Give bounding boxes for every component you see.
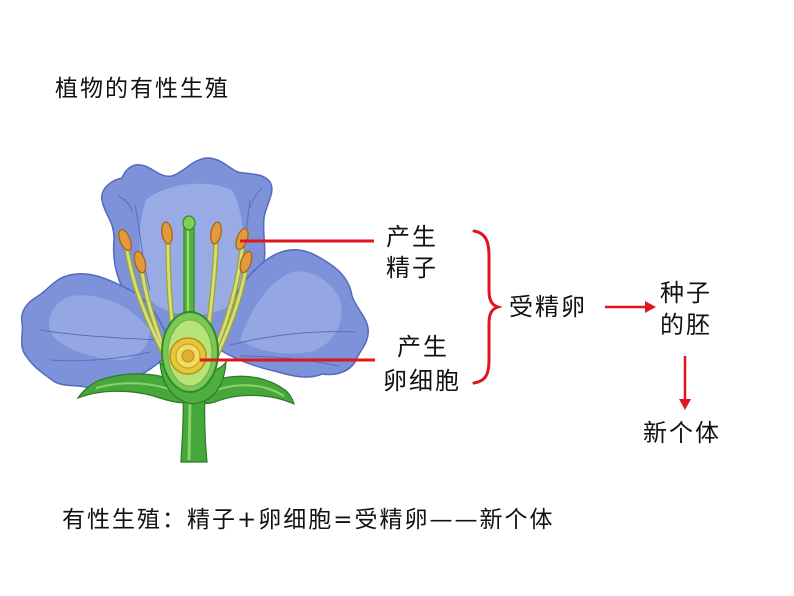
embryo-label-line2: 的胚: [660, 311, 712, 339]
egg-label-line2: 卵细胞: [383, 367, 461, 395]
anther: [118, 228, 132, 252]
arrow-right: [605, 301, 656, 313]
petal-left-vein: [39, 329, 161, 362]
sperm-label-line2: 精子: [386, 254, 438, 282]
stem: [180, 395, 208, 463]
new-individual-label: 新个体: [643, 419, 721, 447]
anther: [239, 250, 253, 274]
arrow-down-head: [679, 399, 691, 410]
anther: [210, 221, 222, 245]
egg-cell: [181, 349, 195, 363]
anthers: [118, 221, 253, 274]
page-title: 植物的有性生殖: [55, 76, 230, 102]
petal-left-highlight: [49, 295, 150, 360]
anther: [133, 250, 147, 274]
curly-brace: [472, 229, 503, 385]
zygote-label: 受精卵: [509, 293, 587, 321]
arrow-down: [679, 356, 691, 410]
anther: [161, 221, 173, 245]
summary-formula: 有性生殖：精子+卵细胞=受精卵——新个体: [62, 507, 555, 533]
pistil-stigma: [182, 215, 196, 231]
stem-highlight: [187, 399, 192, 461]
embryo-label-line1: 种子: [660, 279, 712, 307]
sepal-left: [76, 373, 193, 404]
flower-illustration: [20, 157, 369, 463]
sperm-label-line1: 产生: [386, 223, 438, 251]
egg-label-line1: 产生: [397, 333, 449, 361]
arrow-right-head: [645, 301, 656, 313]
petal-right-highlight: [240, 271, 342, 354]
